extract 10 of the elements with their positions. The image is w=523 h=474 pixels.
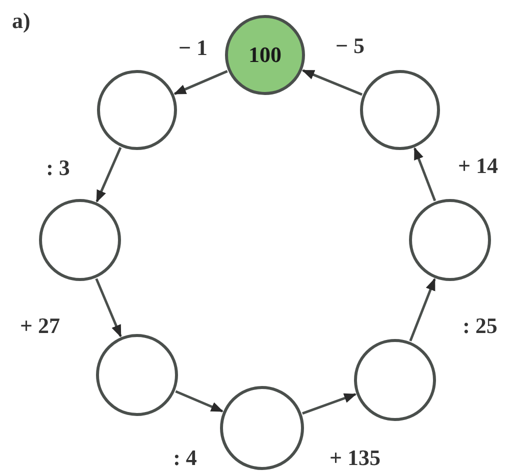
panel-letter: a) xyxy=(11,8,32,34)
arrow xyxy=(95,278,122,338)
arrow xyxy=(414,147,436,202)
arrow xyxy=(96,147,122,203)
arrow xyxy=(175,390,224,412)
arrow xyxy=(409,278,436,342)
arrow xyxy=(302,69,362,96)
arrow xyxy=(302,393,357,415)
arrow xyxy=(174,70,228,95)
number-text: 100 xyxy=(248,42,282,68)
